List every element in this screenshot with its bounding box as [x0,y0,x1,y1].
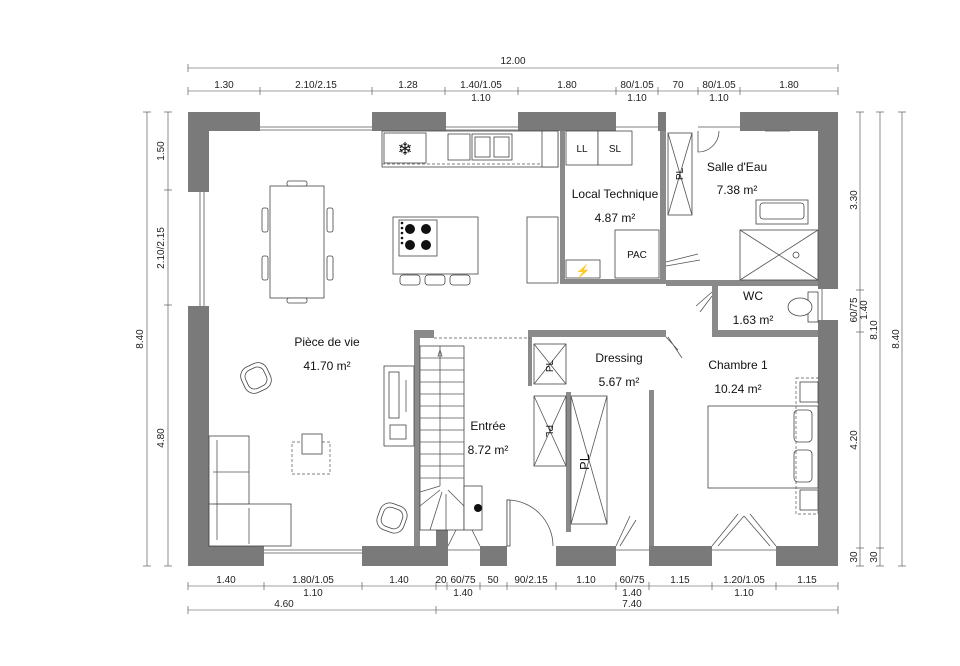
freezer-icon: ❄ [397,139,412,159]
dim-top-5: 1.80 [557,80,577,91]
dressing-fixtures: PL PL PL [533,343,608,525]
room-area-salle-d-eau: 7.38 m² [717,183,758,197]
room-name-dressing: Dressing [595,351,642,365]
room-labels: Pièce de vie 41.70 m² Local Technique 4.… [294,160,773,457]
dim-top-9: 1.80 [779,80,799,91]
dim-left-1: 1.50 [156,141,167,161]
electric-panel-icon: ⚡ [576,264,591,278]
living-area [208,362,415,547]
wc-fixtures [787,291,819,323]
washing-machine-label: LL [576,144,588,155]
top-dimensions: 12.00 1.30 2.10/2.15 1.28 1.40/1.05 1.80… [187,56,839,104]
salle-d-eau-fixtures: PL [667,130,819,281]
dim-right-1: 3.30 [849,190,860,210]
interior-walls [414,131,818,546]
dim-bottom-10: 1.15 [670,575,690,586]
dim-top-7: 70 [672,80,684,91]
dim-right-4: 4.20 [849,430,860,450]
dim-bottom-4: 20 [435,575,447,586]
right-dimensions: 3.30 60/75 1.40 4.20 30 8.10 30 8.40 [849,111,906,567]
dim-right-total: 8.40 [891,329,902,349]
dim-bottom-sub-2: 1.40 [453,588,473,599]
dim-bottom-1: 1.40 [216,575,236,586]
dim-bottom-5: 60/75 [450,575,475,586]
room-area-piece-de-vie: 41.70 m² [303,359,350,373]
dim-top-1: 1.30 [214,80,234,91]
pl-label-2: PL [545,359,556,372]
room-area-entree: 8.72 m² [468,443,509,457]
room-name-wc: WC [743,289,763,303]
dim-top-4: 1.40/1.05 [460,80,502,91]
dim-left-3: 4.80 [156,428,167,448]
room-area-local-technique: 4.87 m² [595,211,636,225]
dim-top-sub-2: 1.10 [627,93,647,104]
chambre-fixtures [707,377,819,515]
dim-right-5: 30 [849,551,860,563]
room-name-entree: Entrée [470,419,506,433]
cooktop-icon [398,219,438,257]
dim-bottom-total-left: 4.60 [274,599,294,610]
left-dimensions: 8.40 1.50 2.10/2.15 4.80 [135,111,172,567]
dim-bottom-11: 1.20/1.05 [723,575,765,586]
pl-label-3: PL [543,425,554,438]
dim-right-inner-total: 8.10 [869,320,880,340]
dim-top-8: 80/1.05 [702,80,736,91]
dim-right-bottom-30: 30 [869,551,880,563]
bottom-dimensions: 1.40 1.80/1.05 1.40 20 60/75 50 90/2.15 … [187,575,839,614]
room-area-wc: 1.63 m² [733,313,774,327]
room-name-chambre-1: Chambre 1 [708,358,768,372]
dim-bottom-7: 90/2.15 [514,575,548,586]
pl-label-4: PL [577,454,592,470]
dim-top-sub-1: 1.10 [471,93,491,104]
pl-label-1: PL [675,167,686,180]
dim-bottom-8: 1.10 [576,575,596,586]
dim-top-6: 80/1.05 [620,80,654,91]
dim-top-sub-3: 1.10 [709,93,729,104]
dim-bottom-2: 1.80/1.05 [292,575,334,586]
doors [447,130,777,547]
dryer-label: SL [609,144,622,155]
room-name-salle-d-eau: Salle d'Eau [707,160,767,174]
dim-top-2: 2.10/2.15 [295,80,337,91]
dim-top-3: 1.28 [398,80,418,91]
dim-right-3: 1.40 [859,300,870,320]
dim-bottom-6: 50 [487,575,499,586]
room-area-dressing: 5.67 m² [599,375,640,389]
dim-bottom-sub-4: 1.10 [734,588,754,599]
dim-bottom-sub-3: 1.40 [622,588,642,599]
local-technique-fixtures: LL SL PAC ⚡ [565,130,660,279]
dim-bottom-12: 1.15 [797,575,817,586]
dim-left-total: 8.40 [135,329,146,349]
room-area-chambre-1: 10.24 m² [714,382,761,396]
dim-bottom-9: 60/75 [619,575,644,586]
exterior-walls [188,112,838,566]
dim-bottom-total-right: 7.40 [622,599,642,610]
kitchen: ❄ [381,130,559,286]
room-name-piece-de-vie: Pièce de vie [294,335,360,349]
dim-top-total: 12.00 [500,56,525,67]
dim-bottom-sub-1: 1.10 [303,588,323,599]
heat-pump-label: PAC [627,250,647,261]
dim-left-2: 2.10/2.15 [156,227,167,269]
dim-right-2: 60/75 [849,297,860,322]
dim-bottom-3: 1.40 [389,575,409,586]
staircase [419,337,530,531]
dining-table [261,180,334,304]
room-name-local-technique: Local Technique [572,187,659,201]
